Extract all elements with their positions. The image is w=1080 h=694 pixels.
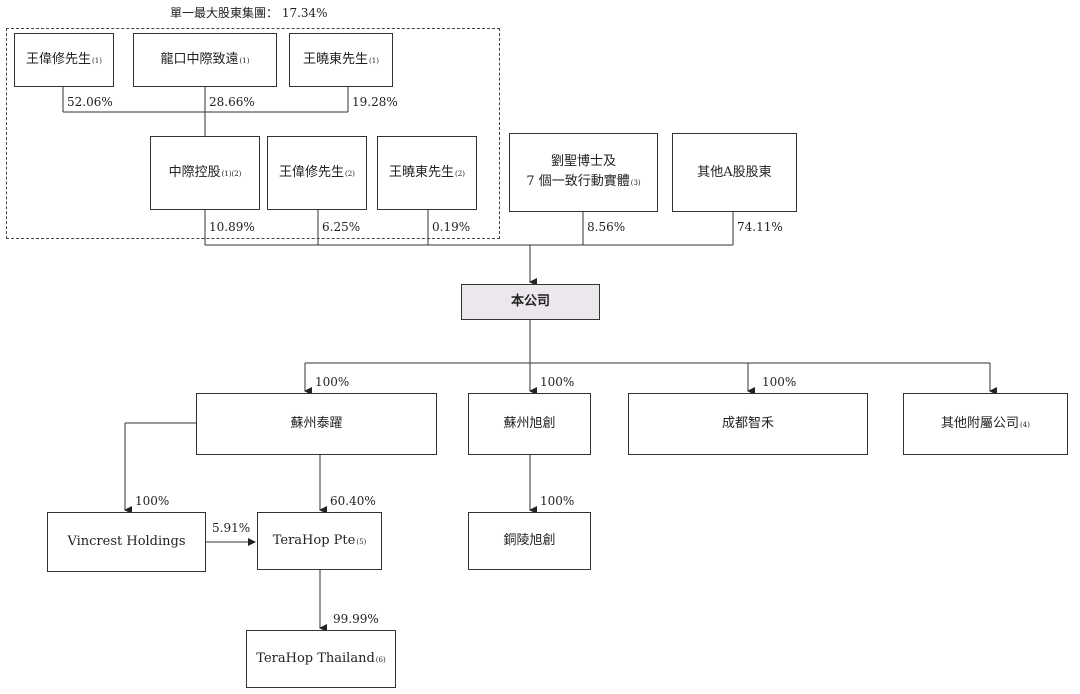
node-tongling-xuchuang: 銅陵旭創 xyxy=(468,512,591,570)
node-terahop-pte: TeraHop Pte(5) xyxy=(257,512,382,570)
note-ref: (1) xyxy=(92,56,102,65)
pct-100-suzhou-tai: 100% xyxy=(315,375,350,389)
group-label: 單一最大股東集團： 17.34% xyxy=(170,6,328,20)
node-label: TeraHop Thailand xyxy=(256,650,375,666)
pct-74-11: 74.11% xyxy=(737,220,783,234)
node-wang-xiaodong-mid: 王曉東先生(2) xyxy=(377,136,477,210)
node-wang-xiaodong-top: 王曉東先生(1) xyxy=(289,33,393,87)
node-other-a-shareholders: 其他A股股東 xyxy=(672,133,797,212)
pct-0-19: 0.19% xyxy=(432,220,471,234)
node-suzhou-taiyue: 蘇州泰躍 xyxy=(196,393,437,455)
note-ref: (1)(2) xyxy=(221,169,242,178)
pct-8-56: 8.56% xyxy=(587,220,626,234)
node-label: Vincrest Holdings xyxy=(67,534,186,549)
pct-52-06: 52.06% xyxy=(67,95,113,109)
node-other-subsidiaries: 其他附屬公司(4) xyxy=(903,393,1068,455)
pct-6-25: 6.25% xyxy=(322,220,361,234)
pct-10-89: 10.89% xyxy=(209,220,255,234)
note-ref: (2) xyxy=(455,169,465,178)
pct-60-40: 60.40% xyxy=(330,494,376,508)
node-wang-weixiu-top: 王偉修先生(1) xyxy=(14,33,114,87)
pct-28-66: 28.66% xyxy=(209,95,255,109)
pct-100-chengdu: 100% xyxy=(762,375,797,389)
node-label-line2: 7 個一致行動實體 xyxy=(526,174,630,189)
note-ref: (5) xyxy=(356,537,367,546)
node-label: 成都智禾 xyxy=(721,416,774,431)
node-label: 本公司 xyxy=(510,294,550,309)
node-label: 王曉東先生 xyxy=(303,51,369,67)
node-suzhou-xuchuang: 蘇州旭創 xyxy=(468,393,591,455)
note-ref: (1) xyxy=(369,56,379,65)
pct-100-tongling: 100% xyxy=(540,494,575,508)
node-label: 其他A股股東 xyxy=(697,164,772,180)
node-chengdu-zhihe: 成都智禾 xyxy=(628,393,868,455)
node-label: 龍口中際致遠 xyxy=(160,51,239,67)
note-ref: (4) xyxy=(1020,420,1030,429)
node-label-line1: 劉聖博士及 xyxy=(550,154,616,169)
node-label: 王曉東先生 xyxy=(389,164,455,180)
pct-99-99: 99.99% xyxy=(333,612,379,626)
node-label: 其他附屬公司 xyxy=(941,415,1020,431)
note-ref: (1) xyxy=(239,56,250,65)
pct-19-28: 19.28% xyxy=(352,95,398,109)
node-zhongji-holdings: 中際控股(1)(2) xyxy=(150,136,260,210)
node-label: 王偉修先生 xyxy=(26,51,92,67)
pct-100-suzhou-xu: 100% xyxy=(540,375,575,389)
largest-shareholder-group-border xyxy=(6,28,500,239)
node-company: 本公司 xyxy=(461,284,600,320)
node-label: 中際控股 xyxy=(168,164,221,180)
pct-5-91: 5.91% xyxy=(212,521,251,535)
node-label: 王偉修先生 xyxy=(279,164,345,180)
node-wang-weixiu-mid: 王偉修先生(2) xyxy=(267,136,367,210)
node-vincrest-holdings: Vincrest Holdings xyxy=(47,512,206,572)
pct-100-vincrest: 100% xyxy=(135,494,170,508)
node-label: TeraHop Pte xyxy=(272,532,356,548)
node-dr-liu-and-concert-parties: 劉聖博士及 7 個一致行動實體(3) xyxy=(509,133,658,212)
note-ref: (2) xyxy=(345,169,355,178)
node-label: 銅陵旭創 xyxy=(503,533,556,548)
node-longkou: 龍口中際致遠(1) xyxy=(133,33,277,87)
node-label: 蘇州旭創 xyxy=(503,416,556,431)
node-label: 蘇州泰躍 xyxy=(290,416,343,431)
note-ref: (3) xyxy=(630,179,641,187)
note-ref: (6) xyxy=(375,655,386,664)
node-terahop-thailand: TeraHop Thailand(6) xyxy=(246,630,396,688)
